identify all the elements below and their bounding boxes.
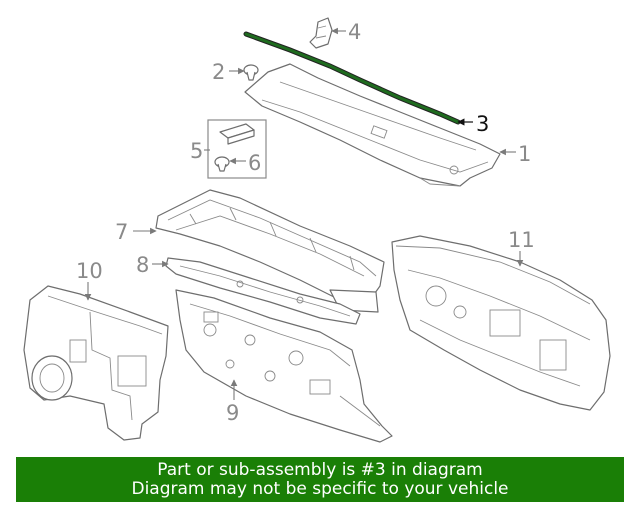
part-11-right-dash (391, 235, 611, 411)
callout-1: 1 (518, 142, 531, 166)
part-2-clip (243, 64, 259, 81)
part-3-seal (243, 31, 461, 125)
banner-line-2: Diagram may not be specific to your vehi… (131, 478, 509, 499)
part-9-dash-panel (175, 289, 393, 443)
info-banner: Part or sub-assembly is #3 in diagram Di… (16, 457, 624, 502)
callout-3: 3 (476, 112, 489, 136)
callout-10: 10 (76, 259, 103, 283)
part-4-bracket (309, 17, 333, 49)
part-1-cowl-panel (244, 63, 501, 187)
callout-5: 5 (190, 139, 203, 163)
part-10-left-dash (23, 285, 169, 441)
part-8-cowl-bar (165, 257, 361, 325)
banner-line-1: Part or sub-assembly is #3 in diagram (157, 459, 483, 480)
callout-7: 7 (115, 220, 128, 244)
part-5-box (207, 119, 267, 179)
callout-11: 11 (508, 228, 535, 252)
callout-2: 2 (212, 60, 225, 84)
callout-8: 8 (136, 253, 149, 277)
callout-9: 9 (226, 401, 239, 425)
callout-4: 4 (348, 20, 361, 44)
callout-6: 6 (248, 151, 261, 175)
